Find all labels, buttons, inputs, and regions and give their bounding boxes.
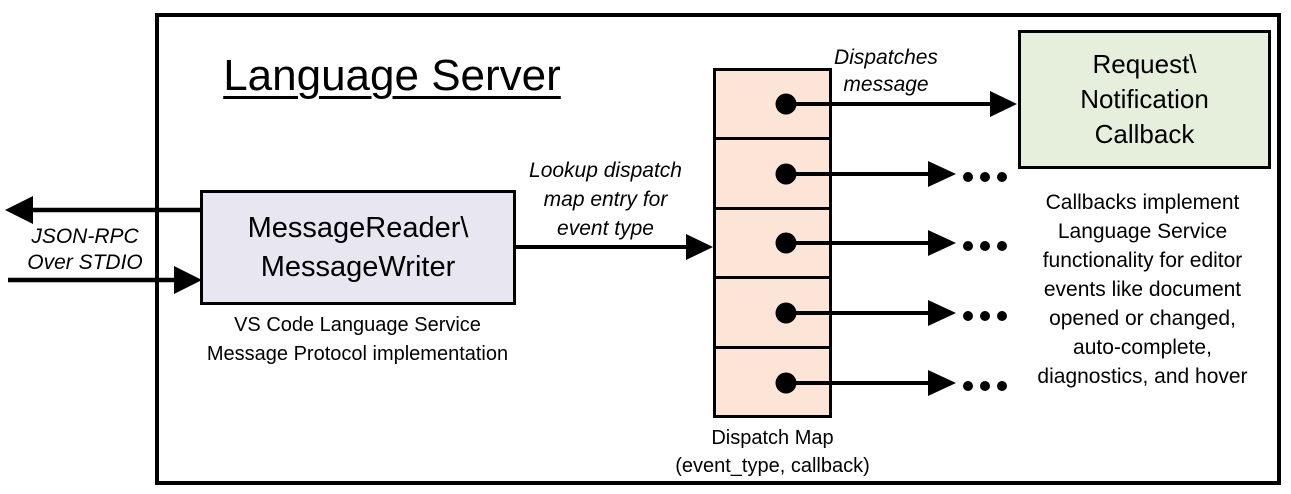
dispatches-message-label: Dispatches message: [816, 44, 956, 98]
dispatches-label-line-1: Dispatches: [834, 46, 938, 69]
dispatch-map-cell: [716, 206, 829, 276]
map-caption-line-2: (event_type, callback): [675, 455, 870, 477]
callbacks-note: Callbacks implement Language Service fun…: [1000, 188, 1285, 391]
callbacks-note-line-1: Callbacks implement: [1045, 191, 1240, 214]
callbacks-note-line-7: diagnostics, and hover: [1037, 365, 1248, 388]
dispatch-map-cell: [716, 276, 829, 345]
reader-caption-line-2: Message Protocol implementation: [206, 343, 509, 365]
diagram-title: Language Server: [223, 51, 561, 100]
request-notification-callback-box: Request\ Notification Callback: [1018, 30, 1271, 169]
lookup-dispatch-label: Lookup dispatch map entry for event type: [498, 156, 713, 243]
reader-box-caption: VS Code Language Service Message Protoco…: [160, 311, 555, 369]
callbacks-note-line-6: auto-complete,: [1073, 336, 1212, 359]
dispatch-map-table: [713, 68, 832, 418]
reader-caption-line-1: VS Code Language Service: [234, 314, 481, 336]
callbacks-note-line-3: functionality for editor: [1042, 249, 1243, 272]
reader-box-line-1: MessageReader\: [247, 211, 469, 244]
callbacks-note-line-2: Language Service: [1057, 220, 1228, 243]
message-reader-writer-box: MessageReader\ MessageWriter: [200, 190, 516, 305]
callback-box-line-3: Callback: [1094, 119, 1195, 149]
callbacks-note-line-5: opened or changed,: [1049, 307, 1236, 330]
language-server-boundary-box: [155, 13, 1281, 485]
json-rpc-stdio-label: JSON-RPC Over STDIO: [10, 224, 160, 276]
dispatch-map-cell: [716, 137, 829, 206]
lookup-label-line-2: map entry for: [543, 188, 668, 211]
dispatches-label-line-2: message: [843, 73, 929, 96]
lookup-label-line-3: event type: [557, 217, 654, 240]
reader-box-line-2: MessageWriter: [260, 250, 456, 283]
dispatch-map-caption: Dispatch Map (event_type, callback): [650, 424, 895, 480]
io-label-line-2: Over STDIO: [27, 251, 143, 274]
callbacks-note-line-4: events like document: [1043, 278, 1242, 301]
dispatch-map-cell: [716, 345, 829, 415]
io-label-line-1: JSON-RPC: [31, 225, 139, 248]
lookup-label-line-1: Lookup dispatch: [529, 159, 682, 182]
callback-box-line-2: Notification: [1080, 84, 1209, 114]
map-caption-line-1: Dispatch Map: [711, 427, 834, 449]
callback-box-line-1: Request\: [1092, 49, 1197, 79]
dispatch-map-cell: [716, 71, 829, 137]
